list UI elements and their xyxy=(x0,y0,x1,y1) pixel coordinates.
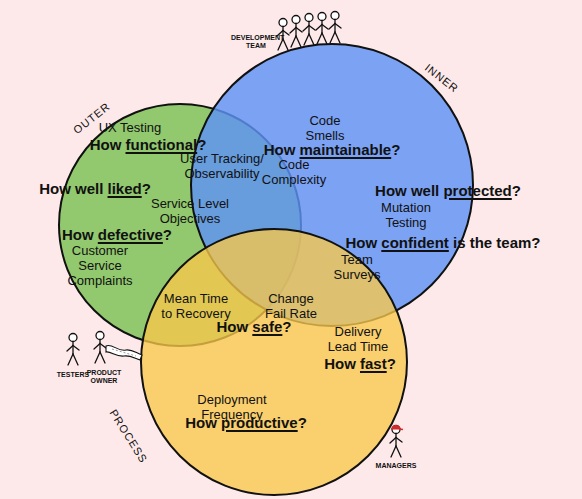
metric-text: Change Fail Rate xyxy=(261,292,321,322)
question-text: How confident is the team? xyxy=(345,234,540,251)
manager-figure xyxy=(390,425,403,457)
tester-figure xyxy=(67,334,79,366)
figure-label: DEVELOPMENT TEAM xyxy=(231,34,281,50)
figure-label: PRODUCT OWNER xyxy=(85,369,123,385)
metric-text: Code Smells xyxy=(299,114,351,144)
metric-text: Delivery Lead Time xyxy=(324,325,392,355)
question-text: How fast? xyxy=(324,355,396,372)
question-text: How productive? xyxy=(185,414,307,431)
metric-text: Mean Time to Recovery xyxy=(159,292,233,322)
metric-text: UX Testing xyxy=(99,121,162,136)
question-text: How maintainable? xyxy=(264,141,401,158)
metric-text: Team Surveys xyxy=(328,253,386,283)
figure-label: TESTERS xyxy=(57,371,89,379)
product-owner-figure xyxy=(94,332,142,364)
metric-text: Mutation Testing xyxy=(371,201,441,231)
metric-text: Code Complexity xyxy=(256,158,332,188)
development-team xyxy=(277,12,341,51)
question-text: How functional? xyxy=(90,136,207,153)
question-text: How well protected? xyxy=(375,182,521,199)
metric-text: Service Level Objectives xyxy=(146,197,234,227)
figure-label: MANAGERS xyxy=(376,462,417,470)
metric-text: Customer Service Complaints xyxy=(63,244,137,289)
metric-text: User Tracking/ Observability xyxy=(176,152,268,182)
question-text: How well liked? xyxy=(39,180,151,197)
question-text: How safe? xyxy=(216,318,291,335)
question-text: How defective? xyxy=(62,226,172,243)
circle-heading: PROCESS xyxy=(107,407,150,465)
